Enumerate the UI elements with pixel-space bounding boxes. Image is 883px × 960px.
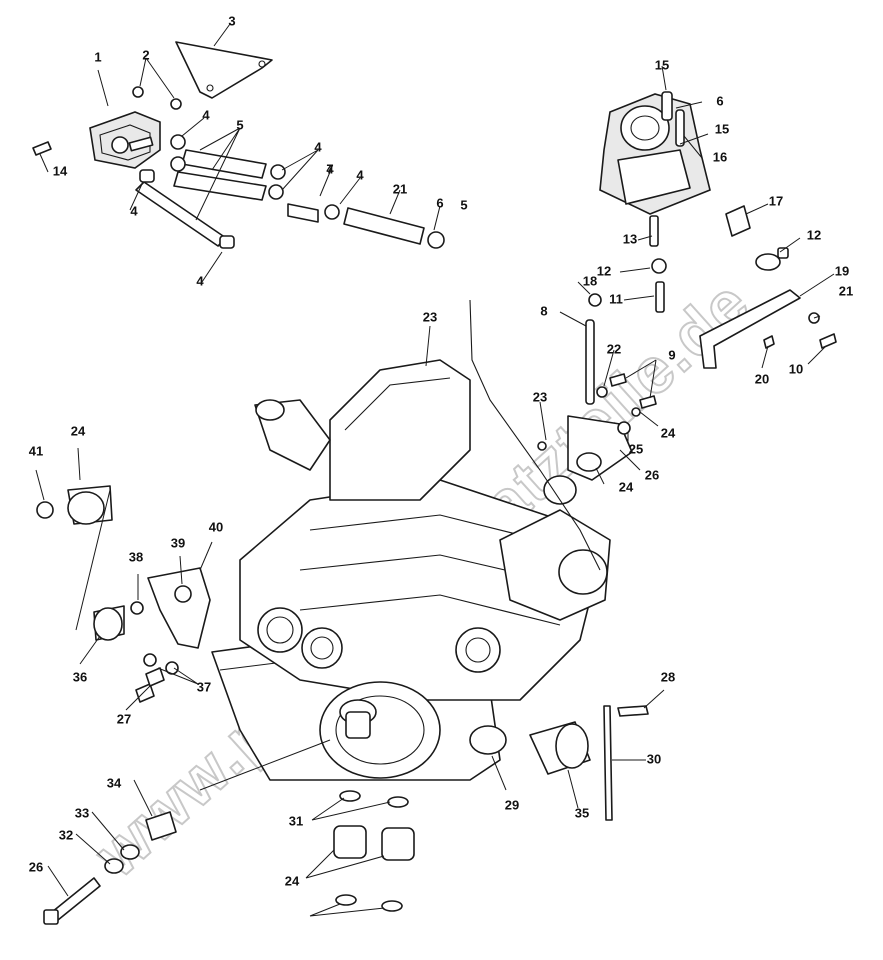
callout-39: 39 bbox=[171, 535, 185, 550]
callout-5: 5 bbox=[460, 197, 467, 212]
callout-9: 9 bbox=[668, 347, 675, 362]
callout-4: 4 bbox=[202, 107, 210, 122]
callout-21: 21 bbox=[839, 283, 853, 298]
callout-23: 23 bbox=[533, 389, 547, 404]
bottom-parts-group bbox=[43, 705, 649, 925]
callout-25: 25 bbox=[629, 441, 643, 456]
callout-40: 40 bbox=[209, 519, 223, 534]
fuel-pump-group bbox=[32, 41, 445, 249]
callout-24: 24 bbox=[619, 479, 634, 494]
callout-15: 15 bbox=[655, 57, 669, 72]
callout-27: 27 bbox=[117, 711, 131, 726]
callout-8: 8 bbox=[540, 303, 547, 318]
callout-41: 41 bbox=[29, 443, 43, 458]
callout-26: 26 bbox=[645, 467, 659, 482]
callout-13: 13 bbox=[623, 231, 637, 246]
callout-5: 5 bbox=[236, 117, 243, 132]
callout-19: 19 bbox=[835, 263, 849, 278]
callout-29: 29 bbox=[505, 797, 519, 812]
callout-3: 3 bbox=[228, 13, 235, 28]
engine-block bbox=[211, 299, 657, 781]
callout-12: 12 bbox=[807, 227, 821, 242]
callout-4: 4 bbox=[356, 167, 364, 182]
callout-12: 12 bbox=[597, 263, 611, 278]
callout-6: 6 bbox=[716, 93, 723, 108]
callout-1: 1 bbox=[94, 49, 101, 64]
callout-4: 4 bbox=[314, 139, 322, 154]
callout-23: 23 bbox=[423, 309, 437, 324]
callout-38: 38 bbox=[129, 549, 143, 564]
callout-31: 31 bbox=[289, 813, 303, 828]
callout-26: 26 bbox=[29, 859, 43, 874]
callout-30: 30 bbox=[647, 751, 661, 766]
callout-32: 32 bbox=[59, 827, 73, 842]
callout-4: 4 bbox=[130, 203, 138, 218]
callout-21: 21 bbox=[393, 181, 407, 196]
callout-6: 6 bbox=[436, 195, 443, 210]
callout-18: 18 bbox=[583, 273, 597, 288]
callout-37: 37 bbox=[197, 679, 211, 694]
callout-34: 34 bbox=[107, 775, 122, 790]
callout-14: 14 bbox=[53, 163, 68, 178]
callout-4: 4 bbox=[326, 161, 334, 176]
leader-lines bbox=[35, 23, 835, 917]
callout-17: 17 bbox=[769, 193, 783, 208]
callout-22: 22 bbox=[607, 341, 621, 356]
callout-24: 24 bbox=[71, 423, 86, 438]
callout-24: 24 bbox=[661, 425, 676, 440]
callout-20: 20 bbox=[755, 371, 769, 386]
callout-36: 36 bbox=[73, 669, 87, 684]
callout-11: 11 bbox=[609, 291, 623, 306]
left-mount-group bbox=[36, 485, 211, 703]
callout-7: 7 bbox=[326, 161, 333, 176]
callout-15: 15 bbox=[715, 121, 729, 136]
callout-28: 28 bbox=[661, 669, 675, 684]
callout-2: 2 bbox=[142, 47, 149, 62]
callout-33: 33 bbox=[75, 805, 89, 820]
callout-10: 10 bbox=[789, 361, 803, 376]
callout-24: 24 bbox=[285, 873, 300, 888]
callout-35: 35 bbox=[575, 805, 589, 820]
callout-4: 4 bbox=[196, 273, 204, 288]
callout-16: 16 bbox=[713, 149, 727, 164]
carburetor-group bbox=[588, 91, 837, 369]
